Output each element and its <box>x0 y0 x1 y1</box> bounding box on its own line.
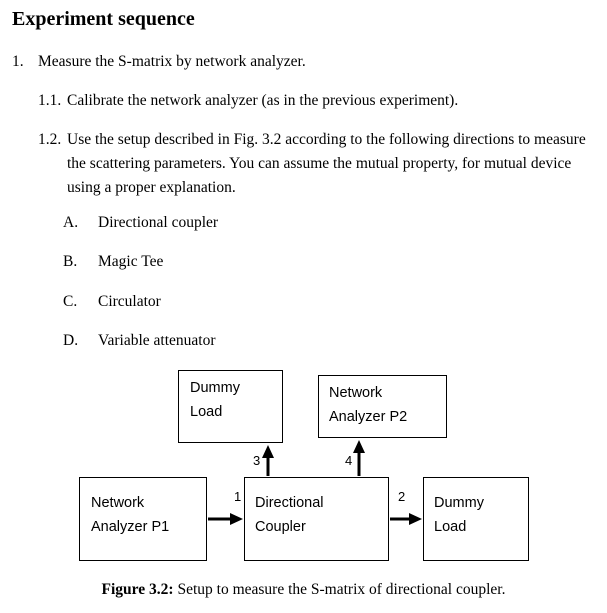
device-b-label: Magic Tee <box>98 253 164 270</box>
analyzer-p1-line1: Network <box>91 495 145 511</box>
analyzer-p2-line2: Analyzer P2 <box>329 409 408 425</box>
dummy-load-top-line2: Load <box>190 404 223 420</box>
item-1-2-text: Use the setup described in Fig. 3.2 acco… <box>67 131 586 196</box>
device-c-label: Circulator <box>98 293 161 310</box>
device-c-letter: C. <box>63 293 78 310</box>
port-2-label: 2 <box>398 489 406 504</box>
figure-caption-text: Setup to measure the S-matrix of directi… <box>173 581 506 598</box>
item-1-1-text: Calibrate the network analyzer (as in th… <box>67 92 459 109</box>
analyzer-p2-box: Network Analyzer P2 <box>318 375 447 438</box>
coupler-line1: Directional <box>255 495 324 511</box>
item-1-1: 1.1. Calibrate the network analyzer (as i… <box>38 89 458 113</box>
device-a-letter: A. <box>63 214 79 231</box>
item-1: 1. Measure the S-matrix by network analyz… <box>12 50 306 74</box>
analyzer-p1-box: Network Analyzer P1 <box>79 477 207 561</box>
port-4-label: 4 <box>345 453 353 468</box>
item-1-number: 1. <box>12 53 24 70</box>
device-d-label: Variable attenuator <box>98 332 216 349</box>
arrow-right-load-icon <box>390 513 422 525</box>
device-a-label: Directional coupler <box>98 214 219 231</box>
section-heading: Experiment sequence <box>12 8 195 30</box>
dummy-load-right-line2: Load <box>434 519 467 535</box>
port-1-label: 1 <box>234 489 242 504</box>
dummy-load-right-box: Dummy Load <box>423 477 529 561</box>
port-3-label: 3 <box>253 453 261 468</box>
directional-coupler-box: Directional Coupler <box>244 477 389 561</box>
figure-caption: Figure 3.2: Setup to measure the S-matri… <box>0 581 607 599</box>
item-1-text: Measure the S-matrix by network analyzer… <box>38 53 306 70</box>
coupler-line2: Coupler <box>255 519 306 535</box>
dummy-load-top-box: Dummy Load <box>178 370 283 443</box>
arrow-right-p1-icon <box>208 513 243 525</box>
analyzer-p2-line1: Network <box>329 385 383 401</box>
arrow-up-p2-icon <box>353 440 365 476</box>
device-b-letter: B. <box>63 253 78 270</box>
arrow-up-load-icon <box>262 445 274 476</box>
dummy-load-right-line1: Dummy <box>434 495 484 511</box>
dummy-load-top-line1: Dummy <box>190 380 240 396</box>
item-1-1-number: 1.1. <box>38 92 62 109</box>
device-d-letter: D. <box>63 332 79 349</box>
analyzer-p1-line2: Analyzer P1 <box>91 519 170 535</box>
figure-caption-label: Figure 3.2: <box>101 581 174 598</box>
item-1-2-number: 1.2. <box>38 131 62 148</box>
